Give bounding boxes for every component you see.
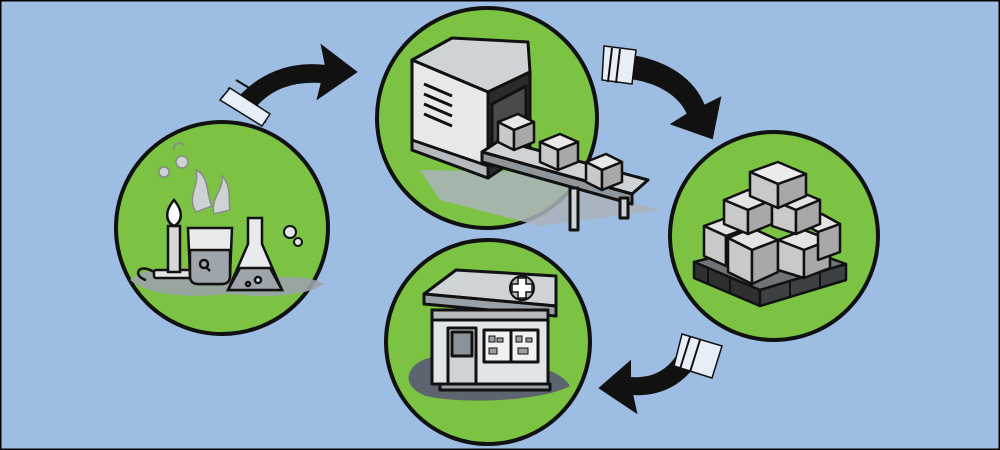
arrow-research-to-manufacturing: [218, 43, 358, 128]
stage-pharmacy: [384, 238, 592, 446]
medical-cross-icon: [509, 275, 535, 301]
pharmacy-store-icon: [408, 268, 570, 401]
arrow-distribution-to-pharmacy: [598, 333, 723, 415]
stage-distribution: [668, 130, 880, 342]
stage-manufacturing: [375, 6, 660, 232]
stage-research: [114, 120, 330, 336]
lab-equipment-icon: [130, 142, 324, 296]
factory-conveyor-icon: [410, 36, 660, 232]
pallet-boxes-icon: [692, 160, 848, 308]
arrow-manufacturing-to-distribution: [601, 45, 722, 140]
